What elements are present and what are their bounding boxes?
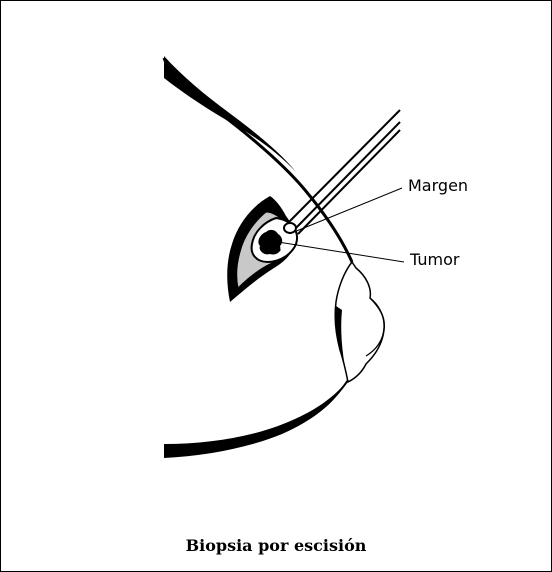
forceps-instrument [284,110,400,234]
figure-caption: Biopsia por escisión [0,538,552,554]
breast-outline-upper-thick [164,56,296,172]
tumor-speck [278,249,281,252]
breast-outline-lower-thick [164,380,348,458]
nipple-outline [335,262,384,382]
margin-label: Margen [408,178,468,194]
tumor-label: Tumor [410,252,459,268]
tumor-leader-line [278,242,404,262]
tumor-speck [260,240,264,244]
